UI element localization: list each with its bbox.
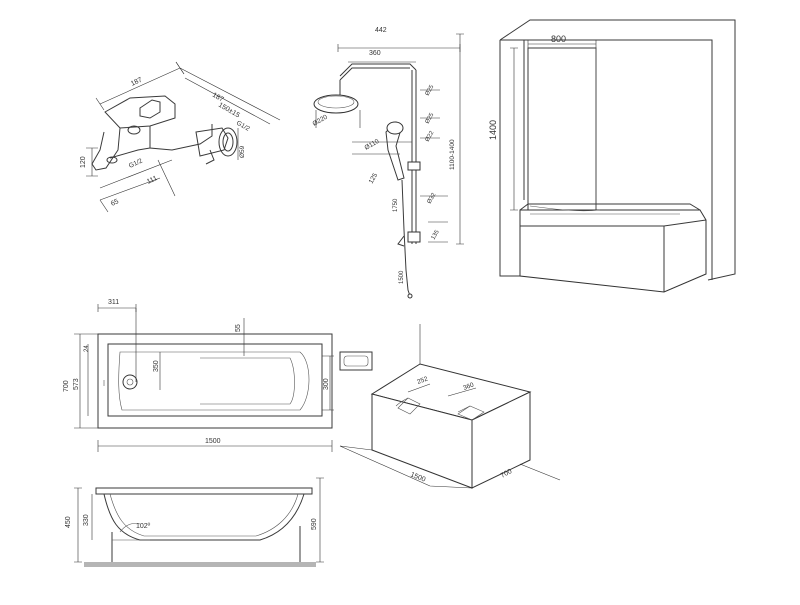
top-inner-width-label: 573 xyxy=(73,378,80,390)
top-inner-len-label: 300 xyxy=(323,378,330,390)
shower-head-diam-label: Ø220 xyxy=(312,114,330,128)
screen-width-label: 800 xyxy=(551,34,566,44)
shower-dim-d-label: 125 xyxy=(368,172,380,185)
screen-height-label: 1400 xyxy=(488,120,498,140)
mixer-conn-label: G1/2 xyxy=(235,120,251,133)
shower-dim-a-label: Ø25 xyxy=(425,84,436,97)
mixer-drawing: 187 187 150±15 G1/2 120 G1/2 111 65 Ø59 xyxy=(80,61,281,213)
mixer-d2-label: 150±15 xyxy=(217,102,241,120)
side-total-label: 590 xyxy=(311,518,318,530)
shower-lower-label: 135 xyxy=(431,229,442,241)
shower-slide-label: 1500 xyxy=(399,270,405,284)
shower-height-range-label: 1100-1400 xyxy=(449,139,456,170)
top-offset-label: 311 xyxy=(108,299,119,306)
shower-arm-label: 360 xyxy=(369,50,381,57)
mixer-spout-label: G1/2 xyxy=(128,157,144,169)
bath-screen-drawing: 800 1400 xyxy=(488,19,736,293)
bath-thumbnail xyxy=(339,351,373,371)
iso-b-label: 360 xyxy=(462,381,475,391)
top-drain-label: 350 xyxy=(153,360,160,372)
iso-width-label: 700 xyxy=(500,468,514,480)
mixer-height-label: 120 xyxy=(80,156,87,168)
mixer-depth-label: 111 xyxy=(146,175,159,186)
top-rim-small-label: 24 xyxy=(84,345,90,352)
mixer-diam-label: Ø59 xyxy=(239,145,246,158)
mixer-width-label: 187 xyxy=(130,76,144,87)
shower-hose-label: 1750 xyxy=(393,198,399,212)
top-rim-label: 55 xyxy=(235,324,242,332)
iso-a-label: 252 xyxy=(416,375,429,385)
bath-side-view: 450 330 102º 590 xyxy=(65,477,324,567)
top-width-label: 700 xyxy=(63,380,70,392)
iso-length-label: 1500 xyxy=(409,471,426,483)
side-height-label: 450 xyxy=(65,516,72,528)
shower-dim-c-label: Ø22 xyxy=(425,130,436,143)
shower-set-drawing: 442 360 Ø220 Ø110 Ø25 Ø25 Ø22 125 1750 1… xyxy=(312,27,464,299)
mixer-base-label: 65 xyxy=(110,198,120,208)
bath-iso-view: 252 360 1500 700 xyxy=(339,324,561,489)
hand-shower-diam-label: Ø110 xyxy=(364,138,381,152)
side-angle-label: 102º xyxy=(136,523,151,530)
shower-dim-b-label: Ø25 xyxy=(425,112,436,125)
shower-hole-label: Ø32 xyxy=(427,192,438,205)
side-inner-height-label: 330 xyxy=(83,514,90,526)
top-length-label: 1500 xyxy=(205,438,221,445)
bath-top-view: 311 55 350 700 573 24 300 1500 xyxy=(63,299,334,452)
shower-width-label: 442 xyxy=(375,27,387,34)
mixer-d1-label: 187 xyxy=(211,92,225,104)
